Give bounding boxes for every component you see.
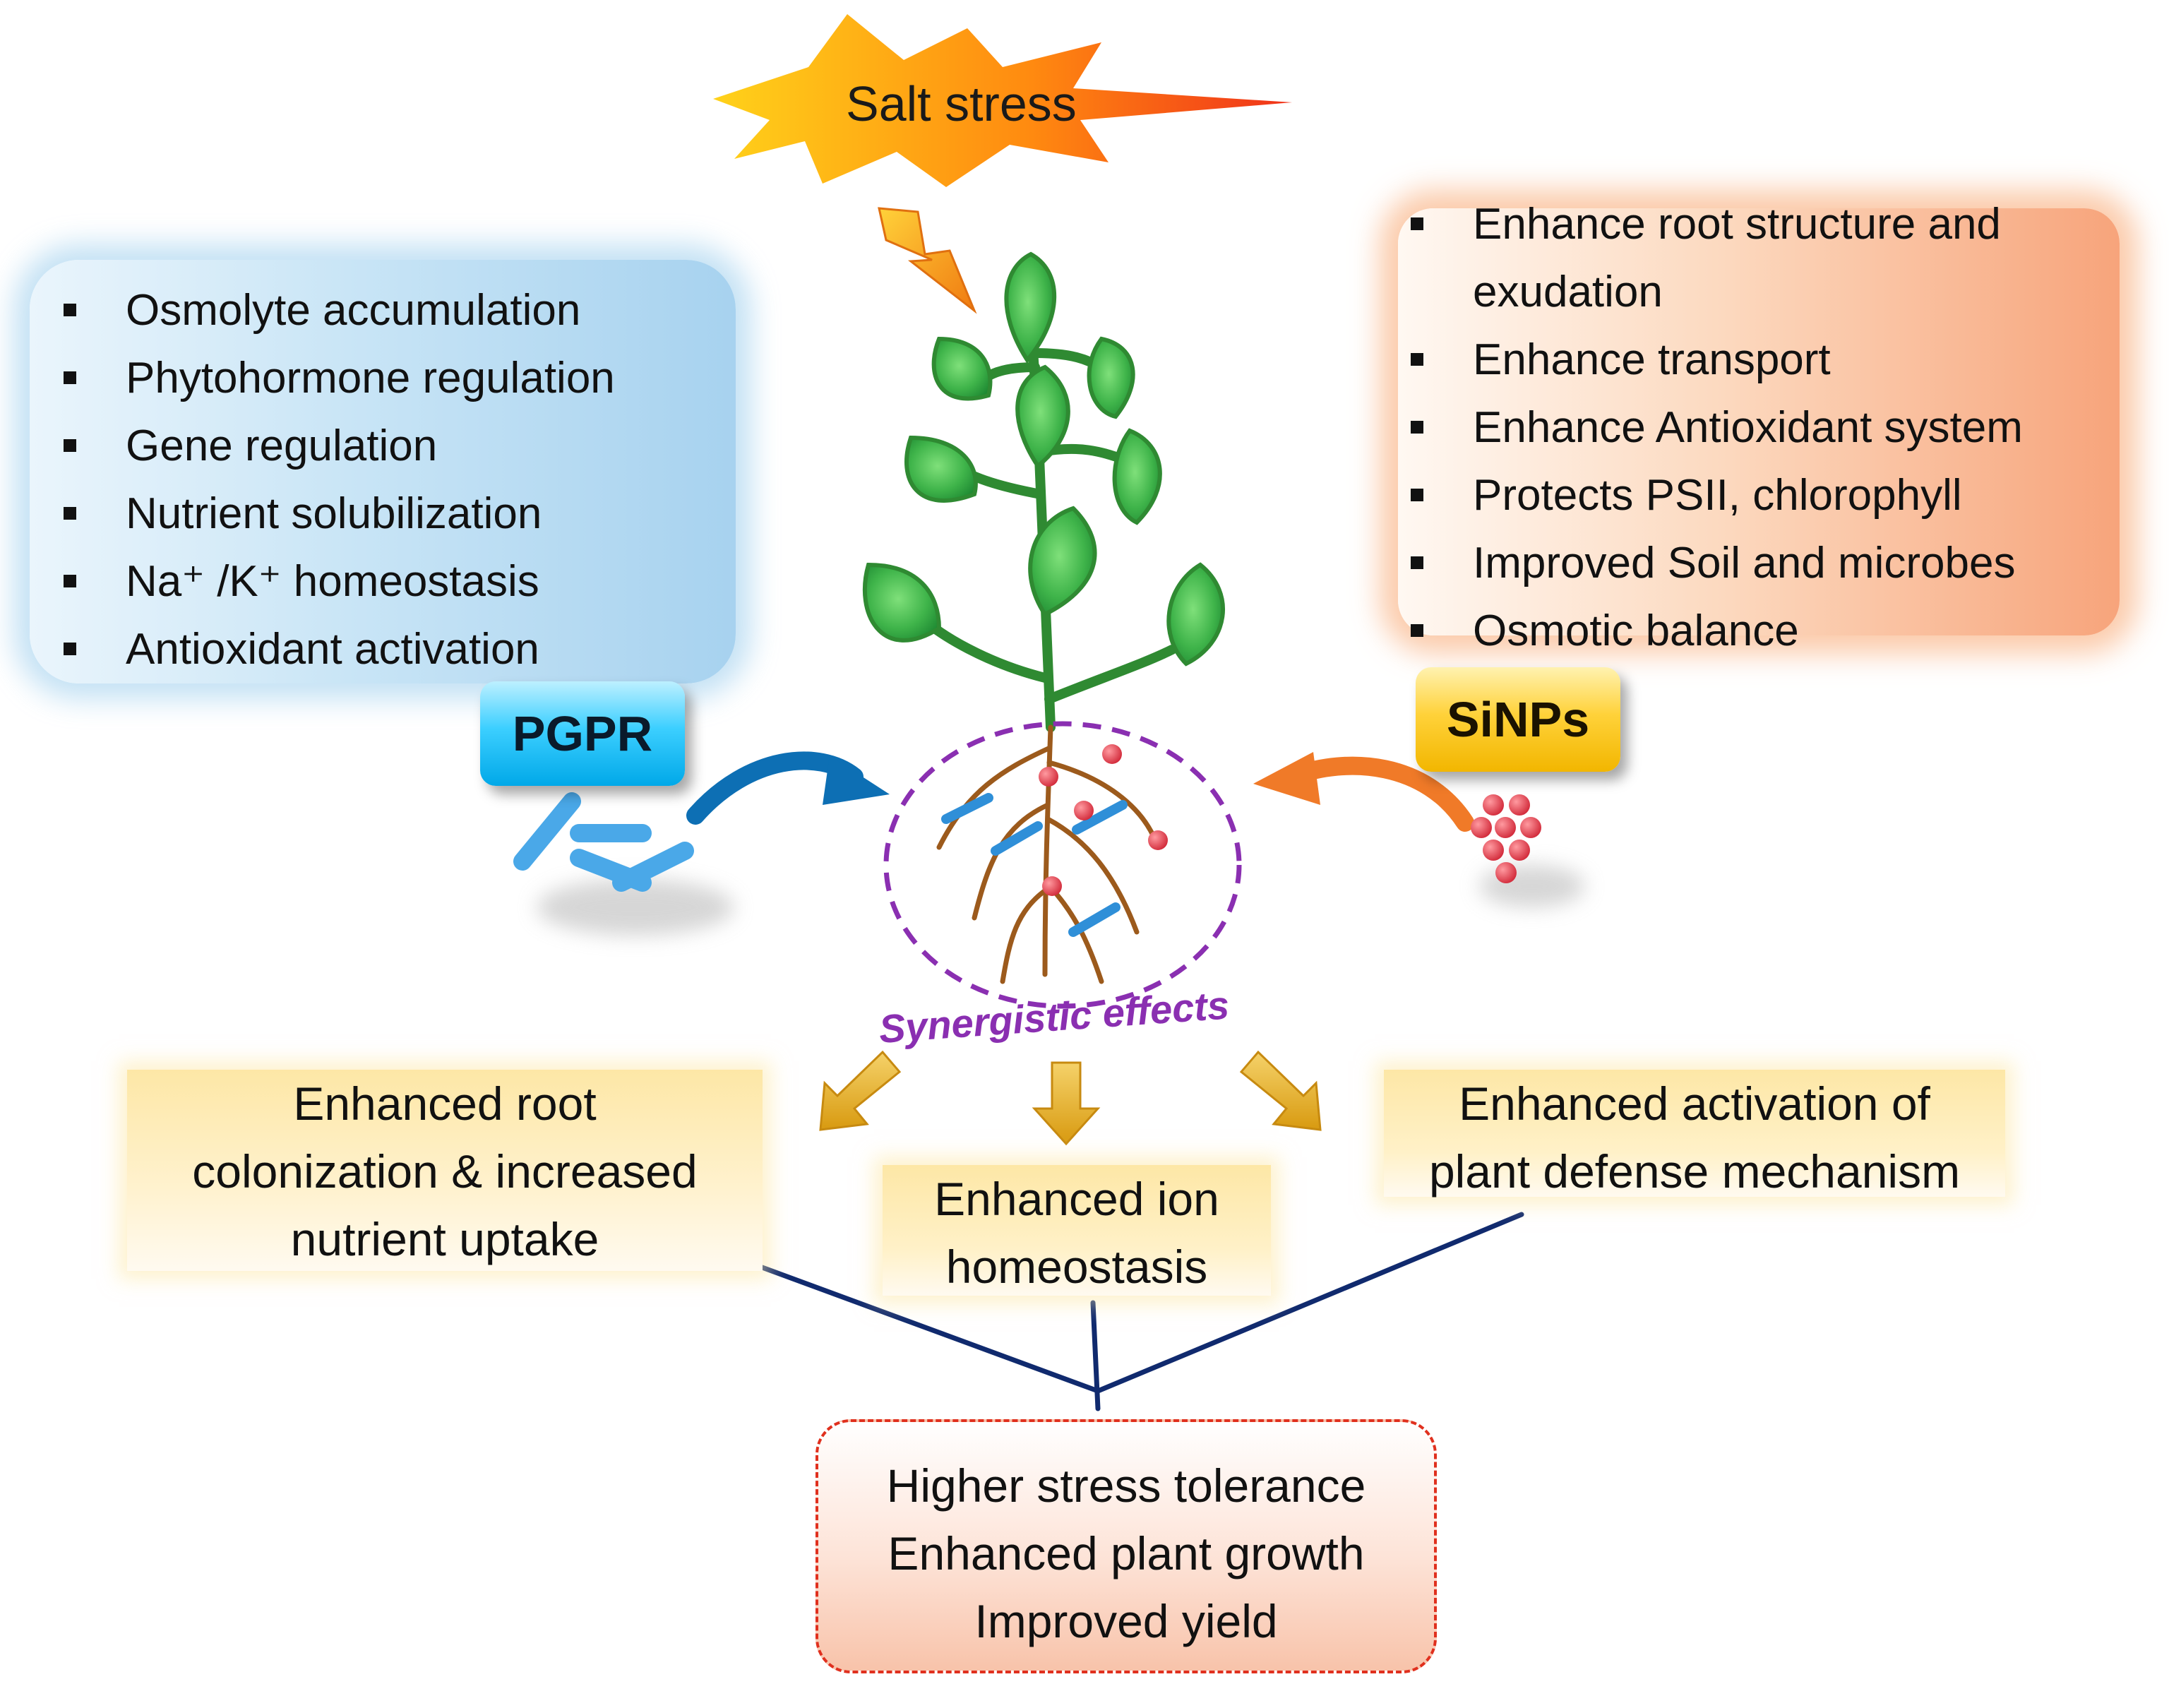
plant-branch — [962, 468, 1046, 499]
nanoparticle — [1102, 744, 1122, 764]
leaf — [862, 562, 942, 643]
salt-stress-label: Salt stress — [846, 76, 1077, 131]
leaf — [1166, 562, 1225, 667]
outcome-defense-activation: Enhanced activation of plant defense mec… — [1384, 1070, 2005, 1198]
sinps-mechanism-panel — [1398, 208, 2120, 635]
bacterium — [612, 842, 694, 892]
nanoparticle — [1495, 817, 1516, 838]
sinps-mechanism-item: Improved Soil and microbes — [1405, 530, 2023, 597]
plant-stem — [1024, 292, 1056, 732]
leaf — [1087, 336, 1135, 419]
sinps-mechanism-item: Protects PSII, chlorophyll — [1405, 462, 2023, 530]
sinps-nanoparticle-cluster — [1471, 794, 1585, 907]
outcome-ion-homeostasis: Enhanced ion homeostasis — [883, 1165, 1271, 1296]
sinps-arrow — [1253, 752, 1474, 832]
pgpr-mechanism-item: Phytohormone regulation — [58, 345, 615, 412]
pgpr-mechanism-list: Osmolyte accumulation Phytohormone regul… — [58, 277, 615, 683]
outcome-line: homeostasis — [945, 1241, 1208, 1293]
sinps-tag: SiNPs — [1416, 667, 1620, 772]
bacterium — [1068, 902, 1121, 937]
nanoparticle — [1495, 862, 1517, 883]
pgpr-mechanism-item: Gene regulation — [58, 412, 615, 480]
pgpr-mechanism-panel — [30, 260, 736, 683]
root — [1045, 816, 1140, 935]
outcome-root-colonization: Enhanced root colonization & increased n… — [127, 1070, 763, 1271]
bacterium — [513, 792, 581, 871]
outcome-line: plant defense mechanism — [1428, 1145, 1961, 1198]
pgpr-mechanism-item: Na⁺ /K⁺ homeostasis — [58, 548, 615, 616]
sinps-mechanism-item: Enhance Antioxidant system — [1405, 394, 2023, 462]
result-line: Higher stress tolerance — [886, 1459, 1366, 1512]
salt-stress-burst — [713, 14, 1292, 187]
root — [1042, 724, 1053, 977]
root-zone — [883, 721, 1242, 1009]
sinps-mechanism-item: Osmotic balance — [1405, 597, 2023, 665]
outcome-line: Enhanced ion — [934, 1173, 1219, 1225]
pgpr-mechanism-item: Nutrient solubilization — [58, 480, 615, 548]
pgpr-arrow — [686, 751, 890, 825]
nanoparticle — [1483, 840, 1504, 861]
pgpr-tag: PGPR — [480, 681, 685, 786]
connector-line — [1095, 1212, 1524, 1394]
result-line: Improved yield — [974, 1595, 1278, 1647]
plant-leaves — [862, 251, 1225, 667]
nanoparticle — [1039, 767, 1058, 787]
burst-shape — [713, 14, 1292, 187]
pgpr-arrow-head — [823, 756, 890, 805]
pgpr-bacteria-cluster — [513, 792, 734, 936]
root-bacteria — [941, 793, 1128, 937]
leaf — [1112, 428, 1162, 525]
bacterium — [991, 821, 1043, 856]
connector-line — [1090, 1300, 1101, 1411]
leaf — [931, 336, 993, 401]
outcome-line: Enhanced root — [293, 1077, 597, 1130]
pgpr-shadow — [537, 879, 734, 936]
root — [1000, 887, 1049, 984]
nanoparticle — [1520, 817, 1541, 838]
sinps-mechanism-list: Enhance root structure and exudation Enh… — [1405, 191, 2023, 665]
bacterium — [1072, 800, 1128, 835]
nanoparticle — [1148, 830, 1168, 850]
outcome-line: nutrient uptake — [290, 1213, 599, 1265]
sinps-mechanism-item: Enhance root structure and — [1405, 191, 2023, 258]
sinps-mechanism-continuation: exudation — [1473, 268, 1663, 316]
bacterium — [941, 793, 993, 824]
leaf — [1015, 364, 1070, 470]
pgpr-mechanism-item: Antioxidant activation — [58, 616, 615, 683]
nanoparticle — [1074, 801, 1094, 820]
nanoparticle — [1483, 794, 1504, 816]
leaf — [904, 435, 978, 503]
pgpr-mechanism-item: Osmolyte accumulation — [58, 277, 615, 345]
sinps-mechanism-item: Enhance transport — [1405, 326, 2023, 394]
lightning-bolt-icon — [878, 207, 977, 314]
arrow-right-down — [1239, 1050, 1322, 1131]
final-result-box: Higher stress tolerance Enhanced plant g… — [815, 1419, 1437, 1673]
outcome-line: Enhanced activation of — [1459, 1077, 1930, 1130]
plant-roots — [936, 724, 1161, 984]
result-line: Enhanced plant growth — [888, 1527, 1365, 1579]
synergy-ellipse — [883, 721, 1242, 1009]
outcome-line: colonization & increased — [192, 1145, 698, 1198]
arrow-down — [1032, 1061, 1101, 1146]
root — [936, 746, 1051, 850]
root-nanoparticles — [1039, 744, 1168, 896]
arrow-left-down — [819, 1050, 902, 1131]
plant-branch — [1044, 645, 1177, 704]
leaf — [1004, 251, 1057, 364]
outcome-arrows — [819, 1050, 1322, 1146]
leaf — [1028, 506, 1097, 617]
sinps-shadow — [1479, 865, 1585, 907]
nanoparticle — [1509, 840, 1530, 861]
sinps-arrow-head — [1253, 752, 1320, 805]
root — [1046, 760, 1161, 850]
nanoparticle — [1471, 817, 1492, 838]
nanoparticle — [1042, 876, 1062, 896]
nanoparticle — [1509, 794, 1530, 816]
